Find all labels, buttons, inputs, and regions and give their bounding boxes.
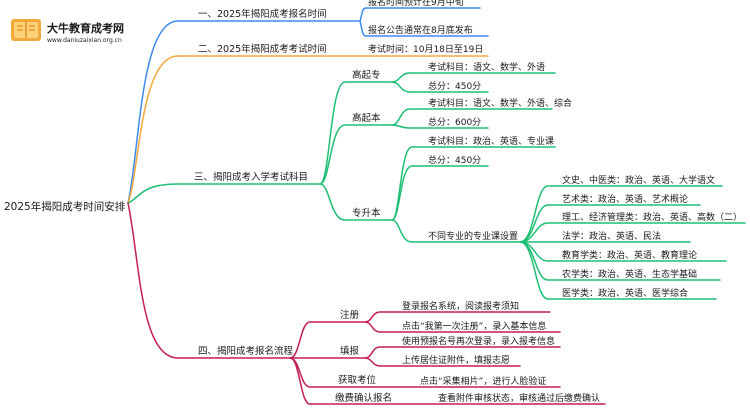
logo-title: 大牛教育成考网 (47, 21, 124, 35)
trunk-b4 (127, 202, 179, 359)
leaf-get-seat: 点击“采集相片”，进行人脸验证 (420, 375, 546, 387)
leaf-gaoqizhuan-subjects: 考试科目：语文、数学、外语 (428, 61, 545, 73)
leaf-exam-time: 考试时间：10月18日至19日 (368, 43, 483, 55)
leaf-major-7: 医学类：政治、英语、医学综合 (562, 287, 688, 299)
node-payment: 缴费确认报名 (335, 392, 392, 404)
leaf-major-2: 艺术类：政治、英语、艺术概论 (562, 193, 688, 205)
connectors (127, 7, 746, 405)
leaf-major-6: 农学类：政治、英语、生态学基础 (562, 268, 697, 280)
leaf-major-4: 法学：政治、英语、民法 (562, 230, 661, 242)
trunk-b3 (127, 183, 179, 204)
node-gaoqizhuan: 高起专 (352, 69, 381, 81)
node-fill-in: 填报 (340, 345, 360, 357)
leaf-gaoqiben-subjects: 考试科目：语文、数学、外语、综合 (428, 97, 572, 109)
trunk-b2 (127, 55, 179, 204)
leaf-fill-in-1: 使用预报名号再次登录，录入报考信息 (402, 335, 555, 347)
leaf-gaoqiben-score: 总分：600分 (428, 116, 481, 128)
leaf-zhuanshengben-score: 总分：450分 (428, 154, 481, 166)
leaf-register-2: 点击“我第一次注册”，录入基本信息 (402, 320, 546, 332)
leaf-major-1: 文史、中医类：政治、英语、大学语文 (562, 174, 715, 186)
trunk-b1 (127, 20, 179, 204)
leaf-zhuanshengben-subjects: 考试科目：政治、英语、专业课 (428, 135, 554, 147)
branch-registration-time: 一、2025年揭阳成考报名时间 (198, 8, 327, 20)
book-icon (11, 19, 41, 41)
node-register: 注册 (340, 309, 360, 321)
logo-url: www.daniuzaixian.org.cn (47, 37, 122, 44)
site-logo: 大牛教育成考网 www.daniuzaixian.org.cn (11, 19, 124, 44)
leaf-major-3: 理工、经济管理类：政治、英语、高数（二） (562, 211, 742, 223)
leaf-registration-time-2: 报名公告通常在8月底发布 (368, 24, 473, 36)
node-major-courses: 不同专业的专业课设置 (428, 230, 518, 242)
node-gaoqiben: 高起本 (352, 112, 381, 124)
branch-exam-time: 二、2025年揭阳成考考试时间 (198, 43, 327, 55)
leaf-major-5: 教育学类：政治、英语、教育理论 (562, 249, 697, 261)
leaf-fill-in-2: 上传居住证附件，填报志愿 (402, 354, 510, 366)
branch-registration-process: 四、揭阳成考报名流程 (198, 345, 294, 357)
node-get-seat: 获取考位 (338, 374, 377, 386)
leaf-register-1: 登录报名系统，阅读报考须知 (402, 300, 519, 312)
leaf-payment: 查看附件审核状态，审核通过后缴费确认 (438, 392, 600, 404)
branch-exam-subjects: 三、揭阳成考入学考试科目 (194, 171, 308, 183)
root-title: 2025年揭阳成考时间安排 (4, 200, 126, 213)
leaf-registration-time-1: 报名时间预计在9月中旬 (368, 0, 464, 8)
node-zhuanshengben: 专升本 (352, 207, 381, 219)
leaf-gaoqizhuan-score: 总分：450分 (428, 80, 481, 92)
